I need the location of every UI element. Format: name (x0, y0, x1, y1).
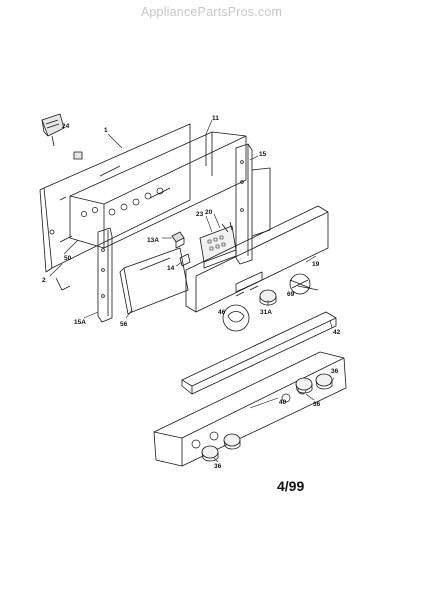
callout-20: 20 (205, 209, 213, 216)
part-42-trim-strip (181, 311, 337, 395)
callout-15a: 15A (74, 319, 86, 326)
callout-11: 11 (212, 115, 219, 122)
part-19-backguard-panel (185, 205, 329, 313)
part-40-knob-panel (153, 351, 347, 467)
callout-24: 24 (62, 123, 70, 130)
callout-36-left: 36 (214, 463, 222, 470)
callout-31a: 31A (260, 309, 272, 316)
part-23-20-clock-module (199, 221, 237, 269)
callout-23: 23 (196, 211, 204, 218)
part-11-control-housing (69, 131, 247, 249)
callout-50: 50 (64, 255, 72, 262)
part-15a-left-bracket (97, 227, 113, 323)
callout-36-right: 36 (331, 368, 339, 375)
callout-1: 1 (104, 127, 108, 134)
callout-14: 14 (167, 265, 175, 272)
callout-labels: 1 2 11 13A 14 15 15A 19 20 23 24 31A 36 … (42, 115, 341, 470)
callout-15: 15 (259, 151, 267, 158)
callout-13a: 13A (147, 237, 159, 244)
part-56-bracket-plate (119, 247, 189, 315)
part-15-right-bracket (235, 143, 271, 265)
part-69-screw (289, 273, 319, 295)
callout-42: 42 (333, 329, 341, 336)
callout-46: 46 (218, 309, 226, 316)
callout-40: 40 (279, 399, 287, 406)
part-14-clip (179, 253, 191, 267)
part-24-clip (41, 113, 83, 160)
leader-lines (49, 119, 335, 463)
site-watermark: AppliancePartsPros.com (140, 5, 283, 19)
callout-2: 2 (42, 277, 46, 284)
revision-date: 4/99 (277, 478, 305, 494)
callout-56: 56 (120, 321, 128, 328)
part-46-detail (222, 304, 250, 332)
part-13a-switch (171, 231, 185, 249)
part-36-knobs (201, 373, 333, 462)
callout-19: 19 (312, 261, 320, 268)
callout-36-mid: 36 (313, 401, 321, 408)
callout-69: 69 (287, 291, 295, 298)
